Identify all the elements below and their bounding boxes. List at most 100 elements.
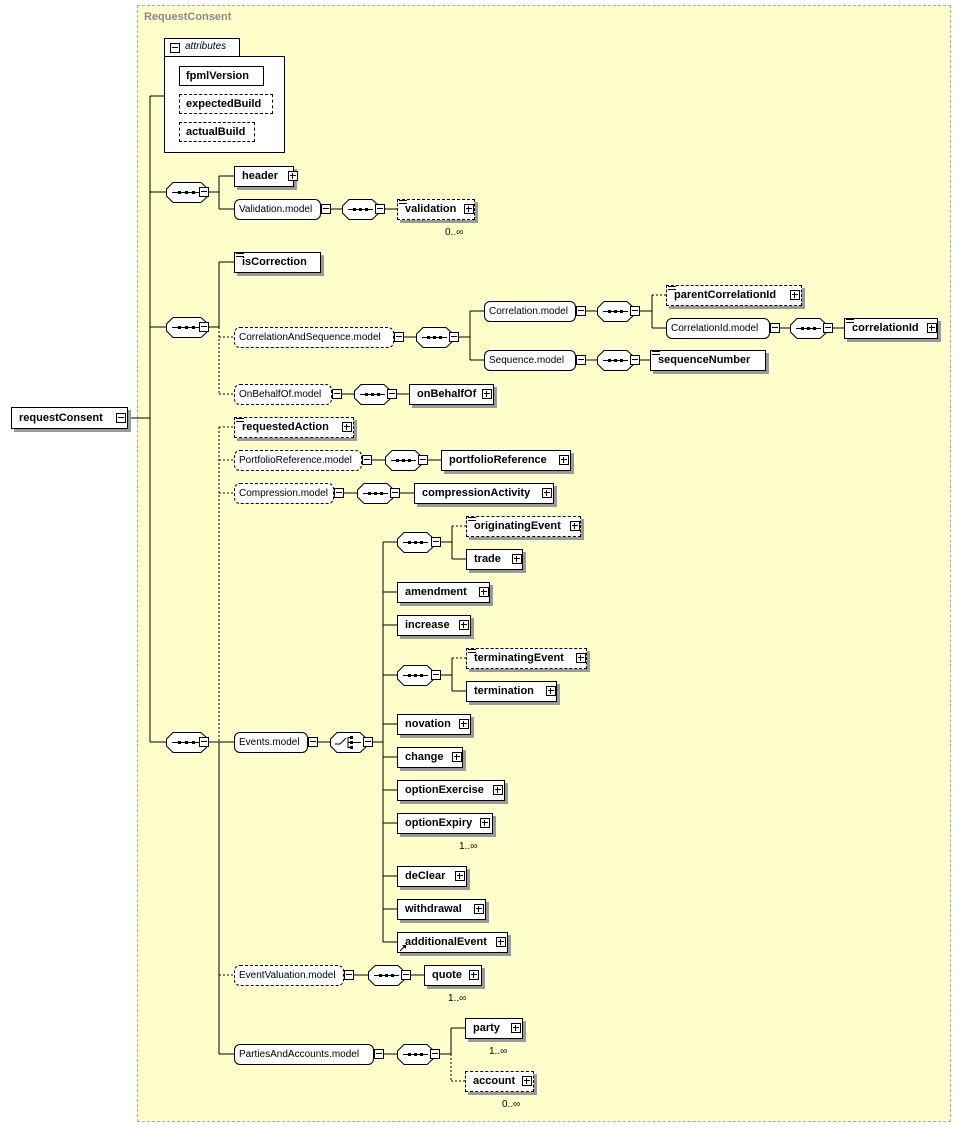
collapse-icon[interactable]	[431, 670, 441, 680]
expand-icon[interactable]	[546, 686, 556, 696]
expand-icon[interactable]	[511, 1023, 521, 1033]
collapse-icon[interactable]	[430, 1049, 440, 1059]
collapse-icon[interactable]	[387, 389, 397, 399]
expand-icon[interactable]	[480, 818, 490, 828]
element-termination[interactable]: termination	[466, 681, 557, 702]
collapse-icon[interactable]	[170, 43, 180, 53]
element-optionExpiry[interactable]: optionExpiry	[397, 813, 493, 834]
element-additionalEvent[interactable]: additionalEvent	[397, 932, 508, 953]
expand-icon[interactable]	[927, 323, 937, 333]
collapse-icon[interactable]	[362, 455, 372, 465]
collapse-icon[interactable]	[375, 204, 385, 214]
group-event-valuation-model[interactable]: EventValuation.model	[234, 965, 344, 986]
expand-icon[interactable]	[493, 785, 503, 795]
collapse-icon[interactable]	[199, 737, 209, 747]
collapse-icon[interactable]	[630, 306, 640, 316]
element-quote[interactable]: quote	[424, 965, 482, 986]
element-isCorrection[interactable]: isCorrection	[234, 252, 321, 273]
collapse-icon[interactable]	[630, 355, 640, 365]
group-validation-model[interactable]: Validation.model	[234, 199, 321, 220]
collapse-icon[interactable]	[390, 488, 400, 498]
group-portfolio-reference-model[interactable]: PortfolioReference.model	[234, 450, 362, 471]
expand-icon[interactable]	[342, 422, 352, 432]
element-novation[interactable]: novation	[397, 714, 471, 735]
element-party[interactable]: party	[465, 1018, 523, 1039]
attributes-label: attributes	[185, 41, 227, 52]
collapse-icon[interactable]	[394, 332, 404, 342]
expand-icon[interactable]	[459, 620, 469, 630]
expand-icon[interactable]	[570, 521, 580, 531]
element-onBehalfOf[interactable]: onBehalfOf	[409, 384, 494, 405]
element-trade[interactable]: trade	[466, 549, 523, 570]
collapse-icon[interactable]	[334, 488, 344, 498]
group-parties-and-accounts-model[interactable]: PartiesAndAccounts.model	[234, 1044, 374, 1065]
attributes-tab	[164, 38, 240, 57]
element-deClear[interactable]: deClear	[397, 866, 467, 887]
element-header[interactable]: header	[234, 166, 294, 187]
attribute-fpmlVersion[interactable]: fpmlVersion	[179, 66, 264, 86]
element-requestedAction[interactable]: requestedAction	[234, 417, 354, 438]
expand-icon[interactable]	[288, 171, 298, 181]
collapse-icon[interactable]	[418, 455, 428, 465]
expand-icon[interactable]	[496, 937, 506, 947]
collapse-icon[interactable]	[116, 413, 126, 423]
group-correlation-model[interactable]: Correlation.model	[484, 301, 576, 322]
element-amendment[interactable]: amendment	[397, 582, 490, 603]
collapse-icon[interactable]	[363, 737, 373, 747]
element-terminatingEvent[interactable]: terminatingEvent	[466, 648, 587, 669]
expand-icon[interactable]	[469, 970, 479, 980]
collapse-icon[interactable]	[401, 970, 411, 980]
collapse-icon[interactable]	[308, 737, 318, 747]
simple-content-icon	[468, 517, 476, 524]
expand-icon[interactable]	[790, 290, 800, 300]
expand-icon[interactable]	[455, 871, 465, 881]
group-correlation-id-model[interactable]: CorrelationId.model	[666, 318, 770, 339]
element-portfolioReference[interactable]: portfolioReference	[441, 450, 571, 471]
collapse-icon[interactable]	[344, 970, 354, 980]
expand-icon[interactable]	[576, 653, 586, 663]
expand-icon[interactable]	[512, 554, 522, 564]
group-on-behalf-of-model[interactable]: OnBehalfOf.model	[234, 384, 332, 405]
expand-icon[interactable]	[482, 389, 492, 399]
collapse-icon[interactable]	[770, 323, 780, 333]
element-withdrawal[interactable]: withdrawal	[397, 899, 486, 920]
element-validation[interactable]: validation	[397, 199, 475, 220]
expand-icon[interactable]	[522, 1076, 532, 1086]
root-element[interactable]: requestConsent	[11, 407, 128, 429]
expand-icon[interactable]	[559, 455, 569, 465]
attribute-actualBuild[interactable]: actualBuild	[179, 122, 255, 142]
expand-icon[interactable]	[474, 904, 484, 914]
element-optionExercise[interactable]: optionExercise	[397, 780, 505, 801]
element-increase[interactable]: increase	[397, 615, 471, 636]
collapse-icon[interactable]	[431, 537, 441, 547]
expand-icon[interactable]	[542, 488, 552, 498]
group-compression-model[interactable]: Compression.model	[234, 483, 334, 504]
group-events-model[interactable]: Events.model	[234, 732, 308, 753]
expand-icon[interactable]	[479, 587, 489, 597]
collapse-icon[interactable]	[321, 204, 331, 214]
simple-content-icon	[652, 351, 660, 358]
expand-icon[interactable]	[452, 752, 462, 762]
element-sequenceNumber[interactable]: sequenceNumber	[650, 350, 766, 371]
collapse-icon[interactable]	[374, 1049, 384, 1059]
collapse-icon[interactable]	[576, 306, 586, 316]
expand-icon[interactable]	[464, 204, 474, 214]
group-sequence-model[interactable]: Sequence.model	[484, 350, 576, 371]
attribute-expectedBuild[interactable]: expectedBuild	[179, 94, 273, 114]
element-parentCorrelationId[interactable]: parentCorrelationId	[666, 285, 802, 306]
collapse-icon[interactable]	[199, 187, 209, 197]
element-account[interactable]: account	[465, 1071, 534, 1092]
collapse-icon[interactable]	[199, 322, 209, 332]
element-change[interactable]: change	[397, 747, 463, 768]
group-correlation-and-sequence-model[interactable]: CorrelationAndSequence.model	[234, 327, 394, 348]
cardinality-account: 0..∞	[502, 1099, 521, 1110]
collapse-icon[interactable]	[449, 332, 459, 342]
element-correlationId[interactable]: correlationId	[844, 318, 938, 339]
collapse-icon[interactable]	[576, 355, 586, 365]
element-compressionActivity[interactable]: compressionActivity	[414, 483, 554, 504]
expand-icon[interactable]	[459, 719, 469, 729]
element-originatingEvent[interactable]: originatingEvent	[466, 516, 581, 537]
collapse-icon[interactable]	[332, 389, 342, 399]
collapse-icon[interactable]	[823, 323, 833, 333]
